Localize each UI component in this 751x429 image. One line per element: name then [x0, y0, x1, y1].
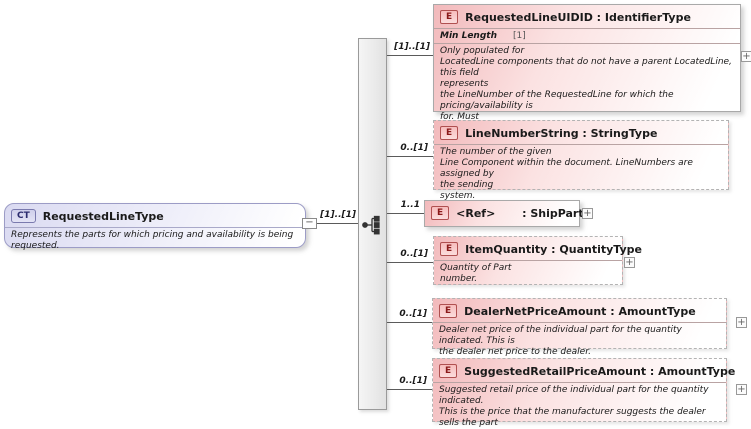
- element-linenumberstring[interactable]: E LineNumberString : StringType The numb…: [433, 120, 729, 201]
- connector-root: [317, 223, 358, 224]
- expand-icon[interactable]: +: [741, 51, 751, 62]
- connector-element-0: [387, 55, 433, 56]
- element-header: E RequestedLineUIDID : IdentifierType: [434, 5, 740, 28]
- expand-icon[interactable]: +: [624, 257, 635, 268]
- element-title: LineNumberString : StringType: [465, 126, 658, 140]
- cardinality-element-4: 0..[1]: [399, 309, 427, 319]
- element-description: The number of the given Line Component w…: [434, 144, 728, 205]
- element-description: Dealer net price of the individual part …: [433, 322, 726, 361]
- element-badge: E: [440, 242, 459, 256]
- complextype-header: CT RequestedLineType: [5, 204, 305, 227]
- complextype-requestedlinetype[interactable]: CT RequestedLineType Represents the part…: [4, 203, 306, 251]
- expand-icon[interactable]: +: [736, 317, 747, 328]
- element-dealernetpriceamount[interactable]: E DealerNetPriceAmount : AmountType Deal…: [432, 298, 727, 357]
- complextype-title: RequestedLineType: [42, 209, 164, 223]
- element-header: E <Ref> : ShipPart: [425, 201, 584, 224]
- element-badge: E: [439, 304, 458, 318]
- element-badge: E: [440, 126, 459, 140]
- element-facet: Min Length [1]: [434, 28, 740, 43]
- cardinality-element-5: 0..[1]: [399, 376, 427, 386]
- element-header: E LineNumberString : StringType: [434, 121, 728, 144]
- element-title: ItemQuantity : QuantityType: [465, 242, 642, 256]
- connector-element-5: [387, 389, 432, 390]
- element-header: E DealerNetPriceAmount : AmountType: [433, 299, 726, 322]
- element-title: RequestedLineUIDID : IdentifierType: [465, 10, 691, 24]
- complextype-badge: CT: [11, 209, 36, 223]
- sequence-icon: [362, 215, 380, 235]
- element-badge: E: [431, 206, 450, 220]
- expand-icon[interactable]: +: [736, 384, 747, 395]
- element-requestedlineuidid[interactable]: E RequestedLineUIDID : IdentifierType Mi…: [433, 4, 741, 133]
- connector-element-1: [387, 156, 433, 157]
- connector-element-4: [387, 322, 432, 323]
- connector-element-2: [387, 213, 424, 214]
- facet-name: Min Length: [440, 31, 497, 41]
- facet-value: [1]: [512, 31, 526, 41]
- cardinality-root: [1]..[1]: [320, 210, 356, 220]
- element-title: DealerNetPriceAmount : AmountType: [464, 304, 696, 318]
- cardinality-element-3: 0..[1]: [400, 249, 428, 259]
- element-description: Suggested retail price of the individual…: [433, 382, 726, 429]
- element-header: E SuggestedRetailPriceAmount : AmountTyp…: [433, 359, 735, 382]
- element-badge: E: [439, 364, 458, 378]
- connector-element-3: [387, 262, 433, 263]
- element-itemquantity[interactable]: E ItemQuantity : QuantityType Quantity o…: [433, 236, 642, 288]
- element-suggestedretailpriceamount[interactable]: E SuggestedRetailPriceAmount : AmountTyp…: [432, 358, 735, 428]
- collapse-icon[interactable]: −: [302, 218, 317, 229]
- element-badge: E: [440, 10, 459, 24]
- element-title: SuggestedRetailPriceAmount : AmountType: [464, 364, 736, 378]
- element-ref-shippart[interactable]: E <Ref> : ShipPart: [424, 200, 584, 227]
- element-title: <Ref> : ShipPart: [456, 206, 584, 220]
- cardinality-element-1: 0..[1]: [400, 143, 428, 153]
- cardinality-element-0: [1]..[1]: [394, 42, 430, 52]
- expand-icon[interactable]: +: [582, 208, 593, 219]
- element-description: Quantity of Part number.: [434, 260, 622, 288]
- complextype-description: Represents the parts for which pricing a…: [5, 227, 305, 255]
- cardinality-element-2: 1..1: [400, 200, 420, 210]
- element-header: E ItemQuantity : QuantityType: [434, 237, 642, 260]
